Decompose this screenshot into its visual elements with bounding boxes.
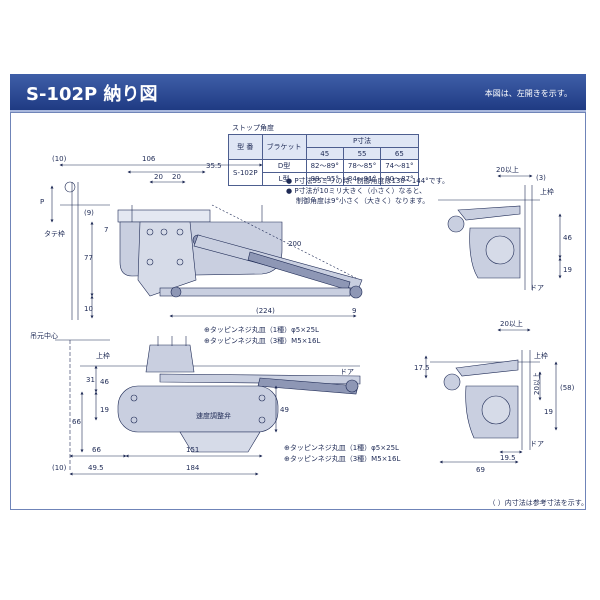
right-elevation-bottom bbox=[424, 328, 558, 464]
drawing-frame bbox=[10, 112, 586, 510]
screw-label: ⊕タッピンネジ丸皿（3種）M5×16L bbox=[284, 454, 400, 463]
reference-dim-footnote: （ ）内寸法は参考寸法を示す。 bbox=[488, 499, 588, 507]
dim-label: 20以上 bbox=[496, 165, 519, 174]
dim-label: 106 bbox=[142, 155, 156, 163]
dim-label: 77 bbox=[84, 254, 93, 262]
dim-label: 200 bbox=[288, 240, 301, 248]
dim-label: (3) bbox=[536, 174, 546, 182]
upper-frame-label-right-bottom: 上枠 bbox=[534, 351, 548, 360]
dim-label: 151 bbox=[186, 446, 199, 454]
dim-label: (10) bbox=[52, 464, 67, 472]
note-line: ● P寸法が10ミリ大きく（小さく）なると、 bbox=[286, 187, 427, 195]
dim-label: 7 bbox=[104, 226, 108, 234]
plan-view bbox=[55, 336, 361, 476]
control-angle-notes: ● P寸法55ミリの時、制御角度は130〜144°です。 ● P寸法が10ミリ大… bbox=[286, 176, 449, 206]
dim-label: 31 bbox=[86, 376, 95, 384]
dim-label: 10 bbox=[84, 305, 93, 313]
dim-label: 35.5 bbox=[206, 162, 222, 170]
table-header-p45: 45 bbox=[305, 147, 344, 160]
dim-label: 19 bbox=[100, 406, 109, 414]
table-header-p: P寸法 bbox=[305, 134, 419, 148]
dim-label: 49 bbox=[280, 406, 289, 414]
upper-frame-label-right: 上枠 bbox=[540, 187, 554, 196]
note-line: 制御角度は9°小さく（大きく）なります。 bbox=[296, 197, 430, 205]
dim-label: 20以上 bbox=[500, 319, 523, 328]
dim-label: 49.5 bbox=[88, 464, 104, 472]
dim-label: 184 bbox=[186, 464, 200, 472]
title-banner: S-102P 納り図 本図は、左開きを示す。 bbox=[10, 74, 586, 112]
dim-label: 19 bbox=[544, 408, 553, 416]
speed-valve-label: 速度調整弁 bbox=[196, 411, 231, 420]
tate-waku-label: タテ枠 bbox=[44, 229, 65, 238]
dim-label: 9 bbox=[352, 307, 356, 315]
side-view bbox=[50, 163, 363, 320]
dim-label: 20以上 bbox=[532, 372, 541, 395]
stop-angle-table: 型 番 ブラケット P寸法 45 55 65 S-102P D型 82〜89° … bbox=[228, 134, 419, 186]
drawing-sheet: S-102P 納り図 本図は、左開きを示す。 ストップ角度 型 番 ブラケット … bbox=[10, 74, 586, 510]
table-row: S-102P D型 82〜89° 78〜85° 74〜81° bbox=[228, 159, 419, 186]
table-row: L型 88〜95° 84〜91° 80〜87° bbox=[229, 172, 419, 186]
page-title: S-102P 納り図 bbox=[26, 84, 158, 105]
door-label-right: ドア bbox=[530, 284, 544, 292]
door-label: ドア bbox=[340, 368, 354, 376]
door-label-right-bottom: ドア bbox=[530, 440, 544, 448]
note-line: ● P寸法55ミリの時、制御角度は130〜144°です。 bbox=[286, 177, 449, 185]
dim-label: 20 bbox=[154, 173, 163, 181]
dim-label: (224) bbox=[256, 307, 275, 315]
dim-label: 66 bbox=[72, 418, 81, 426]
table-cell: 80〜87° bbox=[380, 172, 419, 186]
dim-label: 20 bbox=[172, 173, 181, 181]
screw-label: ⊕タッピンネジ丸皿（1種）φ5×25L bbox=[204, 325, 319, 334]
left-open-note: 本図は、左開きを示す。 bbox=[484, 89, 572, 98]
stop-angle-caption: ストップ角度 bbox=[232, 124, 274, 132]
dim-label: 66 bbox=[92, 446, 101, 454]
dim-label: (9) bbox=[84, 209, 94, 217]
dim-label: 46 bbox=[100, 378, 109, 386]
dim-label: 17.5 bbox=[414, 364, 430, 372]
dim-label: 46 bbox=[563, 234, 572, 242]
hinge-center-label: 吊元中心 bbox=[30, 331, 58, 340]
dim-label: 69 bbox=[476, 466, 485, 474]
right-elevation-top bbox=[438, 174, 562, 290]
dim-label: (58) bbox=[560, 384, 575, 392]
screw-label: ⊕タッピンネジ丸皿（1種）φ5×25L bbox=[284, 443, 399, 452]
dim-label: 19 bbox=[563, 266, 572, 274]
upper-frame-label: 上枠 bbox=[96, 351, 110, 360]
dim-label: P bbox=[40, 198, 44, 206]
dim-label: (10) bbox=[52, 155, 67, 163]
screw-label: ⊕タッピンネジ丸皿（3種）M5×16L bbox=[204, 336, 320, 345]
dim-label: 19.5 bbox=[500, 454, 516, 462]
